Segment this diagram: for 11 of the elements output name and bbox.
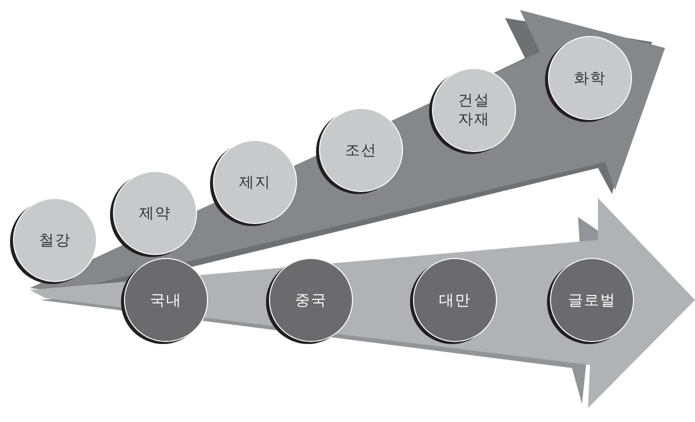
node-label: 화학: [574, 68, 606, 88]
node-label: 대만: [439, 290, 471, 310]
node-label: 제약: [139, 204, 171, 222]
node-label: 조선: [345, 140, 377, 160]
node-label: 중국: [295, 290, 327, 310]
node-label: 철강: [39, 230, 71, 250]
circle-node: [124, 258, 208, 342]
node-label: 제지: [239, 172, 271, 192]
node-label: 국내: [150, 290, 182, 310]
node-label: 글로벌: [568, 290, 616, 310]
node-label: 건설 자재: [457, 91, 491, 129]
